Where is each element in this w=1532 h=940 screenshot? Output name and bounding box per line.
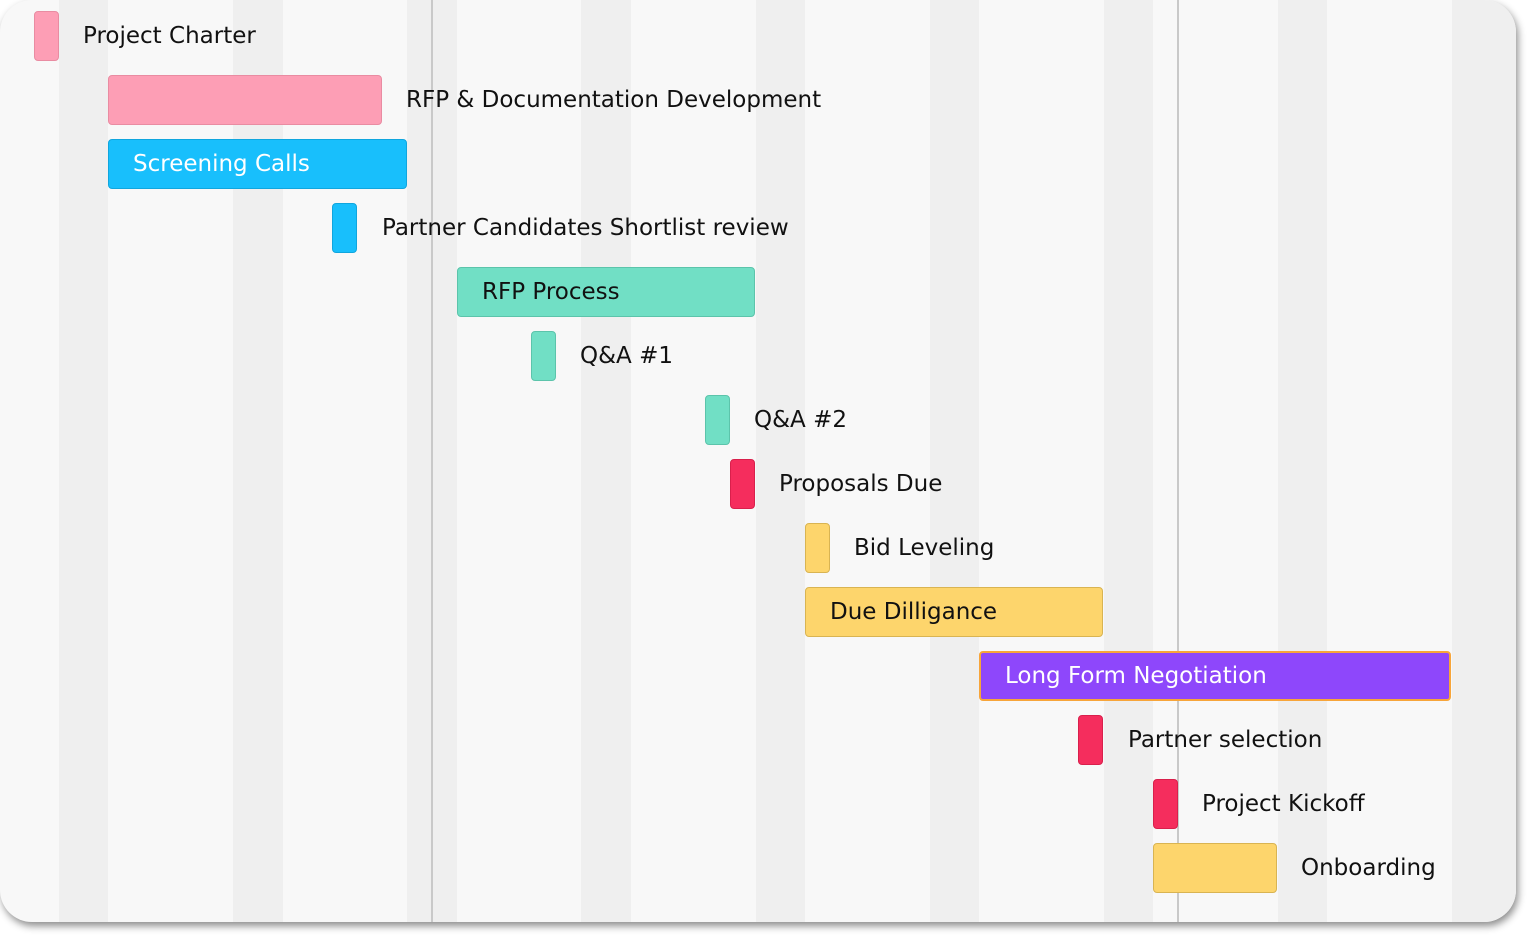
task-label-shortlist-review: Partner Candidates Shortlist review [382,215,789,241]
task-label-qa-1: Q&A #1 [580,343,673,369]
task-bar-bid-leveling[interactable] [805,523,830,573]
task-label-rfp-documentation: RFP & Documentation Development [406,87,822,113]
task-bar-shortlist-review[interactable] [332,203,357,253]
task-label-project-charter: Project Charter [83,23,256,49]
task-label-onboarding: Onboarding [1301,855,1436,881]
task-label-qa-2: Q&A #2 [754,407,847,433]
task-bar-long-form-negotiation[interactable]: Long Form Negotiation [979,651,1451,701]
task-bar-screening-calls[interactable]: Screening Calls [108,139,407,189]
task-bar-onboarding[interactable] [1153,843,1277,893]
task-label-rfp-process: RFP Process [482,279,620,305]
task-bar-qa-1[interactable] [531,331,556,381]
task-label-proposals-due: Proposals Due [779,471,943,497]
task-bar-qa-2[interactable] [705,395,730,445]
column-band [756,0,805,922]
gantt-timeline: Project Charter RFP & Documentation Deve… [34,0,1516,922]
task-label-screening-calls: Screening Calls [133,151,310,177]
task-bar-rfp-documentation[interactable] [108,75,382,125]
column-band [59,0,108,922]
task-bar-project-charter[interactable] [34,11,59,61]
column-band [930,0,979,922]
column-band [1278,0,1327,922]
task-bar-project-kickoff[interactable] [1153,779,1178,829]
task-label-due-dilligance: Due Dilligance [830,599,998,625]
task-bar-due-dilligance[interactable]: Due Dilligance [805,587,1103,637]
task-bar-partner-selection[interactable] [1078,715,1103,765]
column-band [1104,0,1153,922]
period-divider [431,0,433,922]
task-label-long-form-negotiation: Long Form Negotiation [1005,663,1267,689]
task-bar-proposals-due[interactable] [730,459,755,509]
task-label-bid-leveling: Bid Leveling [854,535,995,561]
task-bar-rfp-process[interactable]: RFP Process [457,267,755,317]
task-label-partner-selection: Partner selection [1128,727,1323,753]
column-band [1452,0,1516,922]
column-band [581,0,631,922]
task-label-project-kickoff: Project Kickoff [1202,791,1365,817]
period-divider [1177,0,1179,922]
